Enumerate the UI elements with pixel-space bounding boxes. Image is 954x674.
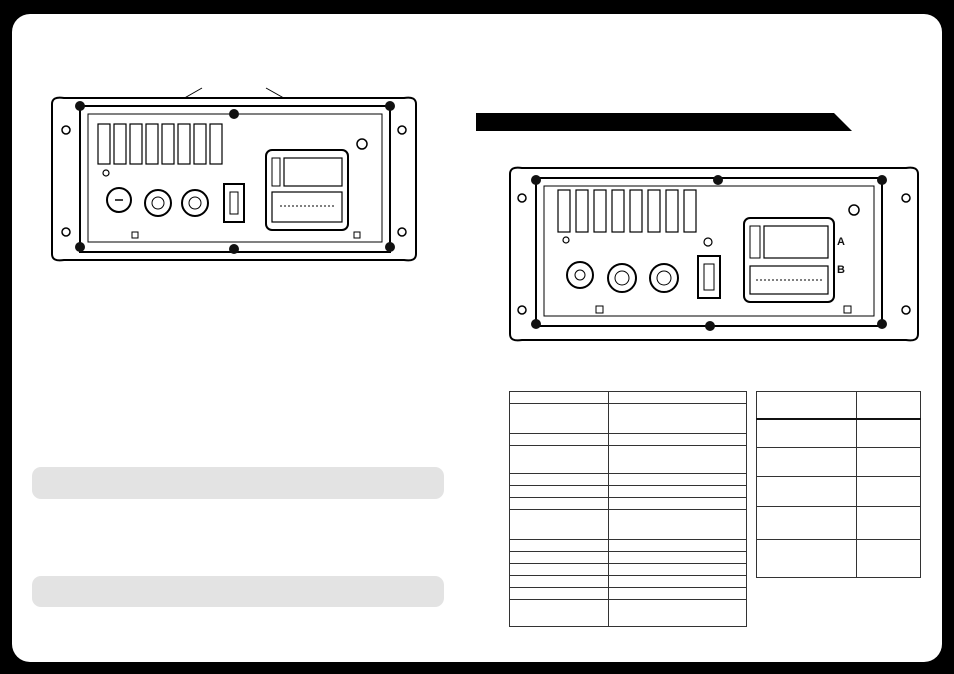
din-connector-2 <box>649 263 679 293</box>
heatsink-fins <box>97 123 223 165</box>
connector-label-a: A <box>837 236 845 248</box>
screw <box>713 175 723 185</box>
table-row <box>509 509 748 540</box>
harness-connector-b <box>749 265 829 295</box>
screw <box>877 175 887 185</box>
rear-panel-drawing-small <box>51 87 417 262</box>
screw <box>75 101 85 111</box>
table-row <box>509 539 748 552</box>
table-row <box>509 403 748 434</box>
rear-panel-drawing-large <box>509 166 919 342</box>
screw <box>385 242 395 252</box>
table-row <box>755 447 921 477</box>
table-row <box>755 506 921 540</box>
table-row <box>755 476 921 507</box>
table-row <box>509 473 748 486</box>
table-row <box>755 539 921 578</box>
screw <box>385 101 395 111</box>
screw <box>877 319 887 329</box>
din-connector-1 <box>607 263 637 293</box>
table-row <box>509 587 748 600</box>
harness-connector-b <box>271 191 343 223</box>
screw <box>531 175 541 185</box>
harness-connector-block <box>265 149 349 231</box>
screw <box>75 242 85 252</box>
table-row <box>509 599 748 627</box>
mount-hole <box>61 125 71 135</box>
table-row <box>509 485 748 498</box>
mount-hole <box>61 227 71 237</box>
din-connector-1 <box>144 189 172 217</box>
screw <box>229 109 239 119</box>
table-row <box>509 433 748 446</box>
table-row <box>509 391 748 404</box>
mount-hole <box>397 125 407 135</box>
table-row <box>509 445 748 474</box>
table-row <box>509 551 748 564</box>
table-row <box>755 418 921 448</box>
screw <box>531 319 541 329</box>
table-row <box>509 497 748 510</box>
section-header-bar <box>476 113 852 131</box>
connector-label-b: B <box>837 264 845 276</box>
note-bar-1 <box>32 467 444 499</box>
table-row <box>509 575 748 588</box>
screw <box>229 244 239 254</box>
mount-hole <box>397 227 407 237</box>
pin-assignment-table <box>509 391 748 627</box>
usb-port <box>697 255 721 299</box>
wire-color-table <box>755 391 921 578</box>
harness-connector-block <box>743 217 835 303</box>
note-bar-2 <box>32 576 444 607</box>
antenna-connector <box>566 261 594 289</box>
din-connector-2 <box>181 189 209 217</box>
usb-port <box>223 183 245 223</box>
heatsink-fins <box>557 189 697 233</box>
harness-connector-a <box>763 225 829 259</box>
table-row <box>509 563 748 576</box>
screw <box>705 321 715 331</box>
harness-connector-a <box>283 157 343 187</box>
table-row <box>755 391 921 420</box>
